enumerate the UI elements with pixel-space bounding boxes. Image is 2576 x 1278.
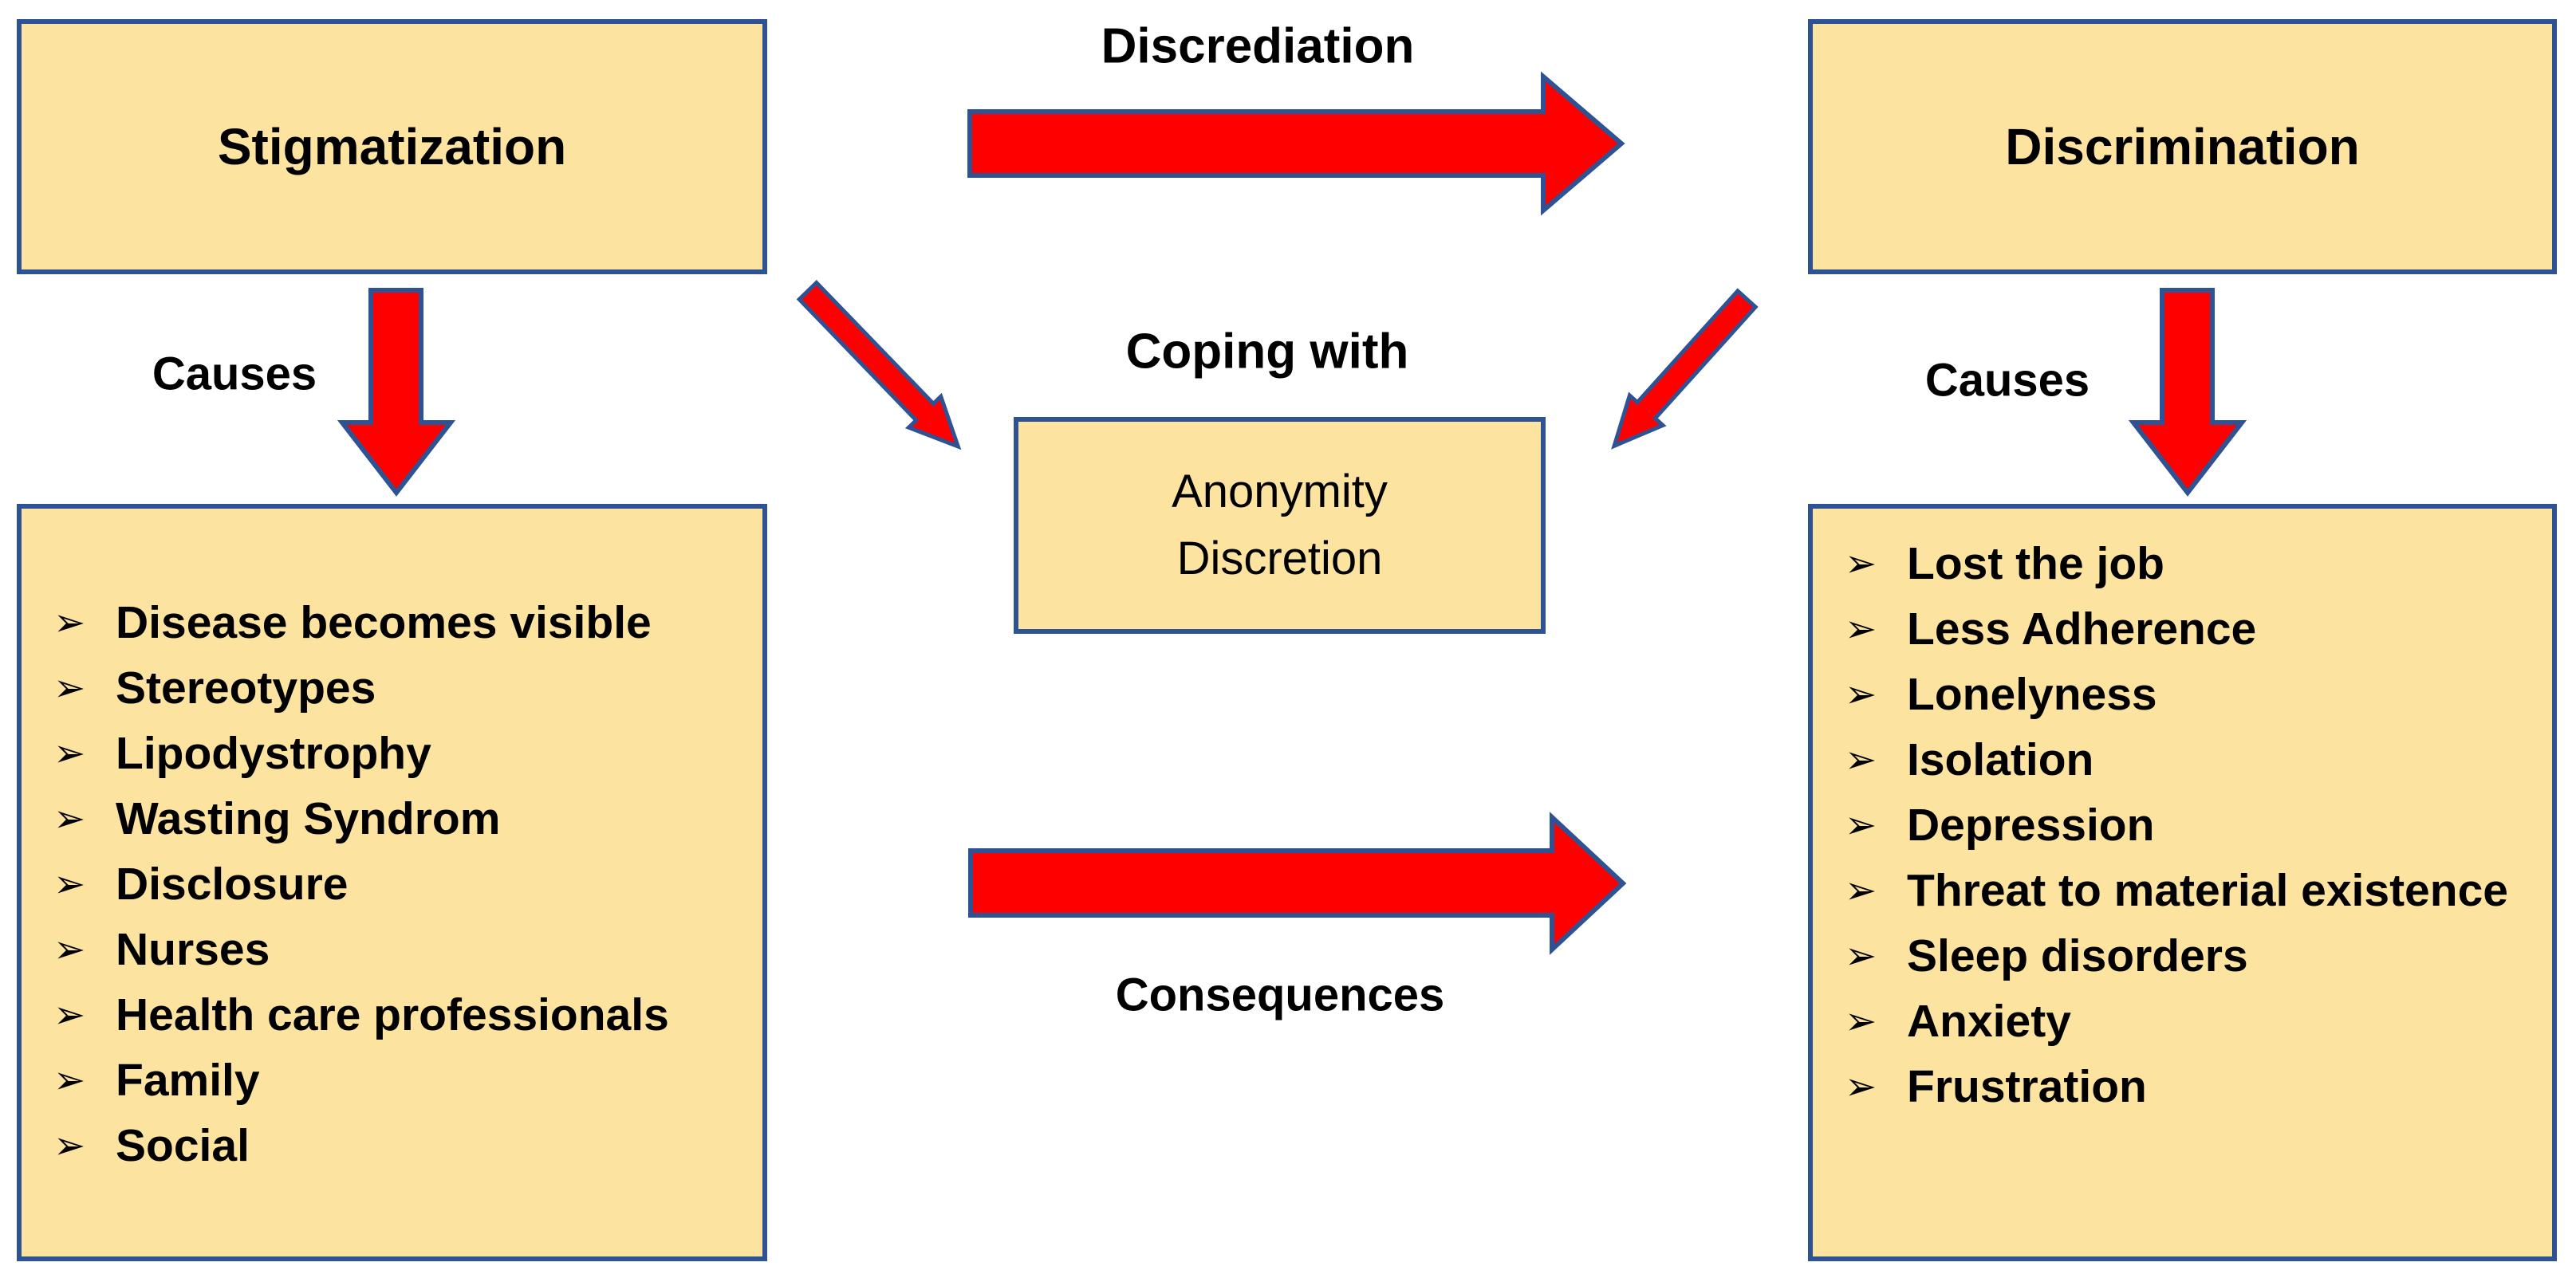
list-item: ➢ Threat to material existence xyxy=(1845,858,2536,923)
list-item: ➢ Disclosure xyxy=(53,851,746,917)
arrow-bullet-icon: ➢ xyxy=(1845,868,1877,913)
stigmatization-label: Stigmatization xyxy=(217,118,567,175)
stigmatization-causes-list: ➢ Disease becomes visible ➢ Stereotypes … xyxy=(22,509,762,1178)
discrimination-causes-box: ➢ Lost the job ➢ Less Adherence ➢ Lonely… xyxy=(1808,504,2557,1261)
list-item: ➢ Nurses xyxy=(53,917,746,982)
list-item: ➢ Frustration xyxy=(1845,1054,2536,1119)
stigmatization-box: Stigmatization xyxy=(17,19,767,274)
causes-right-label: Causes xyxy=(1924,354,2090,407)
stigmatization-causes-box: ➢ Disease becomes visible ➢ Stereotypes … xyxy=(17,504,767,1261)
arrow-bullet-icon: ➢ xyxy=(53,927,86,972)
coping-right-diagonal-arrow-icon xyxy=(1597,284,1763,461)
discrimination-label: Discrimination xyxy=(2005,118,2360,175)
coping-line1: Anonymity xyxy=(1172,466,1388,517)
causes-left-down-arrow-icon xyxy=(337,288,456,497)
causes-right-down-arrow-icon xyxy=(2128,288,2247,497)
arrow-bullet-icon: ➢ xyxy=(53,796,86,841)
list-item: ➢ Disease becomes visible xyxy=(53,590,746,655)
list-item: ➢ Stereotypes xyxy=(53,655,746,721)
list-item: ➢ Depression xyxy=(1845,792,2536,858)
list-item: ➢ Wasting Syndrom xyxy=(53,786,746,851)
list-item: ➢ Health care professionals xyxy=(53,982,746,1048)
arrow-bullet-icon: ➢ xyxy=(53,1123,86,1168)
coping-left-diagonal-arrow-icon xyxy=(792,276,975,462)
arrow-bullet-icon: ➢ xyxy=(53,862,86,906)
arrow-bullet-icon: ➢ xyxy=(1845,672,1877,717)
causes-left-label: Causes xyxy=(152,348,317,400)
arrow-bullet-icon: ➢ xyxy=(53,993,86,1037)
arrow-bullet-icon: ➢ xyxy=(53,600,86,645)
discrediation-label: Discrediation xyxy=(1101,18,1415,74)
discrimination-box: Discrimination xyxy=(1808,19,2557,274)
arrow-bullet-icon: ➢ xyxy=(1845,803,1877,847)
list-item: ➢ Isolation xyxy=(1845,727,2536,792)
arrow-bullet-icon: ➢ xyxy=(1845,541,1877,586)
list-item: ➢ Anxiety xyxy=(1845,989,2536,1054)
list-item: ➢ Lost the job xyxy=(1845,531,2536,596)
consequences-label: Consequences xyxy=(1115,969,1445,1021)
list-item: ➢ Social xyxy=(53,1113,746,1178)
discrediation-arrow-icon xyxy=(967,71,1625,216)
arrow-bullet-icon: ➢ xyxy=(53,666,86,710)
arrow-bullet-icon: ➢ xyxy=(1845,934,1877,978)
arrow-bullet-icon: ➢ xyxy=(53,731,86,776)
arrow-bullet-icon: ➢ xyxy=(1845,1064,1877,1109)
arrow-bullet-icon: ➢ xyxy=(1845,737,1877,782)
list-item: ➢ Lipodystrophy xyxy=(53,721,746,786)
list-item: ➢ Lonelyness xyxy=(1845,662,2536,727)
list-item: ➢ Less Adherence xyxy=(1845,596,2536,662)
arrow-bullet-icon: ➢ xyxy=(1845,607,1877,651)
coping-line2: Discretion xyxy=(1176,533,1383,584)
coping-box: Anonymity Discretion xyxy=(1014,417,1546,634)
arrow-bullet-icon: ➢ xyxy=(1845,999,1877,1044)
arrow-bullet-icon: ➢ xyxy=(53,1058,86,1103)
consequences-arrow-icon xyxy=(968,812,1627,955)
discrimination-causes-list: ➢ Lost the job ➢ Less Adherence ➢ Lonely… xyxy=(1813,509,2552,1119)
list-item: ➢ Family xyxy=(53,1048,746,1113)
list-item: ➢ Sleep disorders xyxy=(1845,923,2536,989)
coping-with-label: Coping with xyxy=(1125,324,1409,379)
